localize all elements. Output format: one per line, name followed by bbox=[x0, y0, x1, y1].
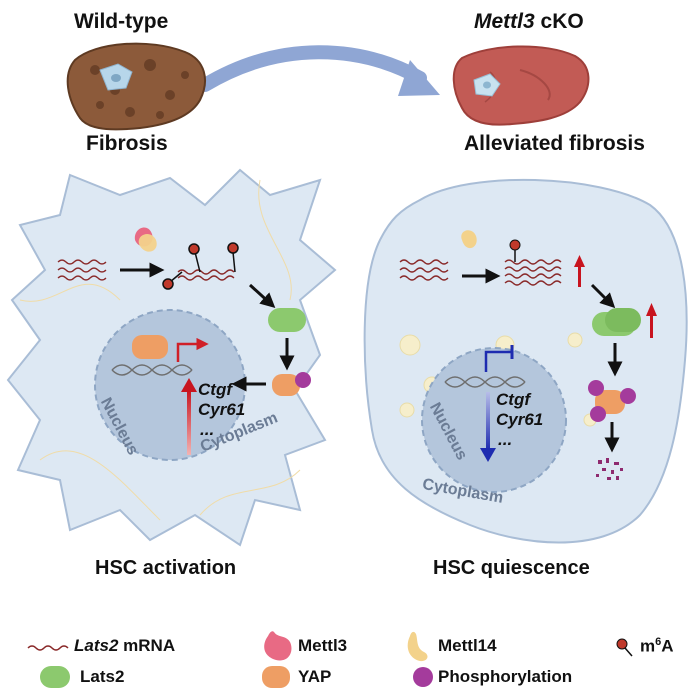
left-lats2-mrna bbox=[57, 259, 107, 281]
legend-m6a-label: m6A bbox=[640, 636, 674, 656]
right-gene-ctgf: Ctgf bbox=[496, 390, 530, 409]
legend-mettl14-icon bbox=[407, 631, 428, 662]
left-lats2-protein bbox=[268, 308, 306, 332]
wildtype-liver-icon bbox=[66, 42, 206, 131]
transition-arrowhead bbox=[398, 60, 440, 96]
left-arrow-to-lats2 bbox=[248, 283, 276, 309]
transition-arrow bbox=[198, 45, 427, 92]
left-nuclear-yap bbox=[132, 335, 168, 359]
fibrosis-caption: Fibrosis bbox=[86, 132, 168, 155]
legend-mrna-icon bbox=[27, 645, 69, 651]
right-mettl14-icon bbox=[461, 230, 477, 249]
left-gene-ellipsis: ... bbox=[200, 420, 215, 439]
right-nucleus bbox=[421, 347, 567, 493]
right-m6a-mark bbox=[509, 239, 521, 262]
right-gene-cyr61: Cyr61 bbox=[496, 410, 544, 429]
right-mrna-up-arrow bbox=[578, 265, 581, 287]
right-downregulation-arrow bbox=[486, 392, 490, 450]
right-arrow-to-lats2 bbox=[590, 283, 616, 309]
right-repression-line bbox=[484, 350, 511, 372]
left-dna bbox=[111, 364, 193, 376]
legend-m6a-icon bbox=[616, 638, 633, 657]
mettl3-mettl14-complex-icon bbox=[134, 227, 157, 252]
legend-phospho-icon bbox=[413, 667, 433, 687]
right-yap-double-phospho bbox=[588, 380, 636, 422]
legend-mettl3-label: Mettl3 bbox=[298, 636, 348, 655]
right-gene-ellipsis: ... bbox=[498, 430, 513, 449]
left-methylated-mrna bbox=[177, 269, 235, 281]
hsc-activation-caption: HSC activation bbox=[95, 557, 237, 579]
legend-lats2-label: Lats2 bbox=[80, 667, 125, 686]
right-lats2-protein bbox=[592, 308, 641, 336]
yap-degradation-fragments bbox=[596, 458, 623, 480]
legend-mettl14-label: Mettl14 bbox=[438, 636, 497, 655]
left-transcription-arrow bbox=[176, 337, 209, 362]
legend-yap-label: YAP bbox=[298, 667, 332, 686]
legend-lats2-icon bbox=[40, 666, 70, 688]
left-yap-phospho bbox=[272, 372, 311, 396]
legend-yap-icon bbox=[262, 666, 290, 688]
right-unmethylated-mrna bbox=[504, 259, 562, 286]
legend-phosphorylation-label: Phosphorylation bbox=[438, 667, 573, 686]
left-m6a-marks bbox=[162, 242, 239, 290]
wildtype-title: Wild-type bbox=[74, 10, 169, 33]
hsc-quiescence-caption: HSC quiescence bbox=[433, 557, 590, 579]
legend-mettl3-icon bbox=[264, 631, 292, 661]
right-lats2-mrna bbox=[399, 259, 449, 281]
left-upregulation-arrow bbox=[187, 390, 191, 455]
right-dna bbox=[444, 376, 526, 388]
alleviated-fibrosis-caption: Alleviated fibrosis bbox=[464, 132, 645, 155]
legend-lats2-mrna-label: Lats2 mRNA bbox=[74, 636, 176, 655]
cko-liver-icon bbox=[452, 45, 590, 126]
cko-title: Mettl3 cKO bbox=[474, 10, 584, 33]
right-lats2-up-arrow bbox=[650, 314, 653, 338]
left-gene-cyr61: Cyr61 bbox=[198, 400, 246, 419]
left-gene-ctgf: Ctgf bbox=[198, 380, 232, 399]
